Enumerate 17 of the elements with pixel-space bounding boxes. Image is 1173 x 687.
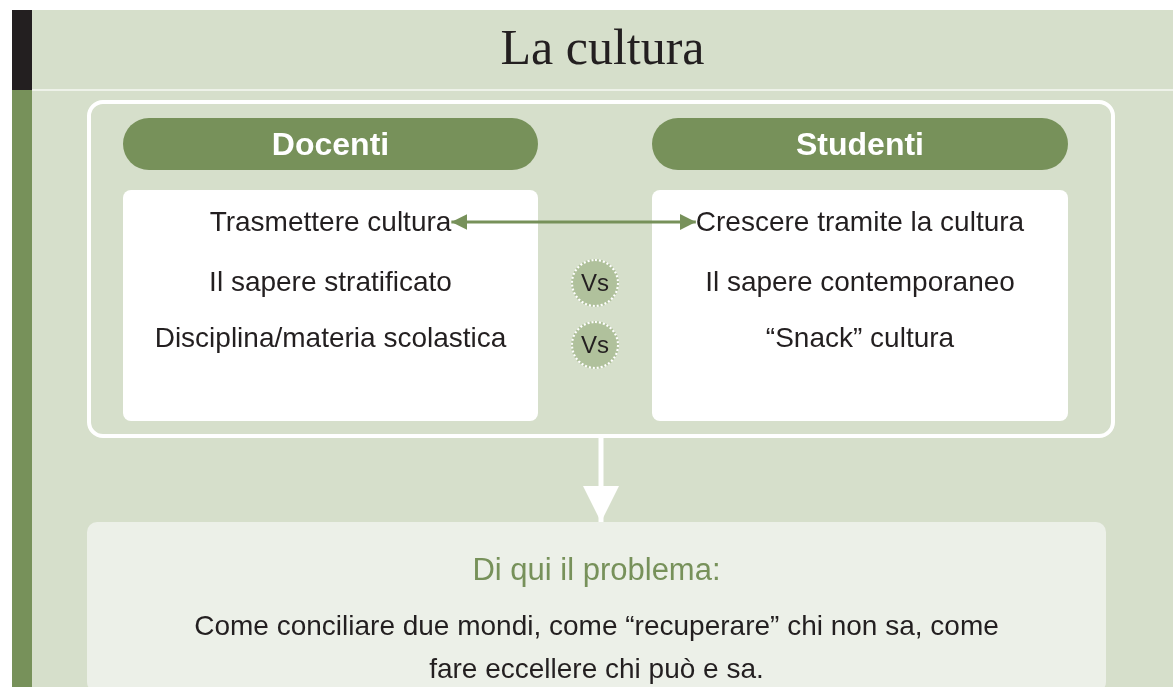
double-arrow bbox=[451, 214, 696, 230]
list-item: Il sapere stratificato bbox=[209, 260, 452, 304]
conclusion-box bbox=[87, 522, 1106, 687]
slide-title: La cultura bbox=[499, 18, 706, 76]
conclusion-text: Come conciliare due mondi, come “recuperare” chi non sa, come fare eccellere chi può e sa. bbox=[193, 609, 1000, 686]
list-item: Il sapere contemporaneo bbox=[705, 260, 1015, 304]
content-card bbox=[123, 190, 538, 421]
list-item: Disciplina/materia scolastica bbox=[154, 316, 507, 360]
content-card bbox=[652, 190, 1068, 421]
group-frame bbox=[87, 100, 1115, 438]
arrow bbox=[583, 438, 619, 522]
list-item: Crescere tramite la cultura bbox=[695, 200, 1025, 244]
column-header: Studenti bbox=[652, 118, 1068, 170]
list-item: “Snack” cultura bbox=[765, 316, 955, 360]
list-item: Trasmettere cultura bbox=[209, 200, 452, 244]
conclusion-heading: Di qui il problema: bbox=[471, 552, 722, 588]
column-header: Docenti bbox=[123, 118, 538, 170]
